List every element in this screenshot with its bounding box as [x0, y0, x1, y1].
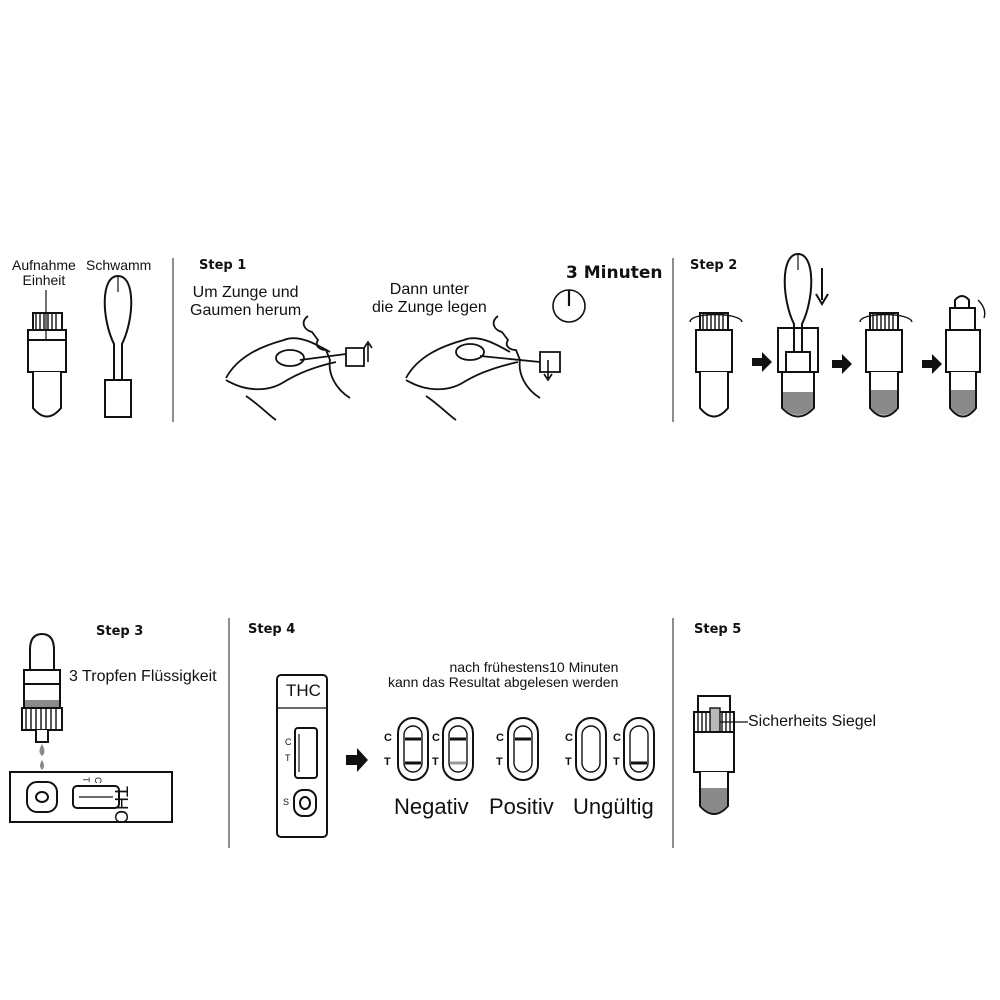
window-mark-c: C: [565, 732, 573, 744]
arrow-right-icon: [752, 352, 772, 372]
arrow-right-icon: [832, 354, 852, 374]
step2-unit-open: [689, 312, 743, 418]
result-label-positive: Positiv: [489, 794, 554, 819]
window-mark-t: T: [565, 756, 572, 768]
step4-title: Step 4: [248, 622, 296, 637]
arrow-right-icon: [922, 354, 942, 374]
step4-mark-t: T: [285, 753, 291, 763]
timer-label: 3 Minuten: [566, 263, 663, 283]
result-invalid-1: [575, 717, 607, 781]
section-dividers: [172, 258, 674, 848]
step2-unit-closed: [859, 312, 913, 418]
window-mark-c: C: [613, 732, 621, 744]
result-positive: [507, 717, 539, 781]
step3-caption: 3 Tropfen Flüssigkeit: [69, 668, 217, 685]
step2-swab-insert: [777, 252, 829, 418]
step1-title: Step 1: [199, 258, 247, 273]
step5-title: Step 5: [694, 622, 742, 637]
step1-caption-a: Um Zunge und Gaumen herum: [190, 284, 302, 319]
step2-title: Step 2: [690, 258, 738, 273]
step3-test-cassette: [9, 771, 173, 823]
result-windows: [397, 717, 655, 781]
result-negative-1: [397, 717, 429, 781]
step4-test-cassette: [276, 674, 328, 838]
mouth-swab-illustration-2: [405, 315, 561, 421]
result-label-invalid: Ungültig: [573, 794, 654, 819]
window-mark-t: T: [384, 756, 391, 768]
step1-caption-b: Dann unter die Zunge legen: [372, 281, 487, 316]
window-mark-c: C: [496, 732, 504, 744]
window-mark-c: C: [384, 732, 392, 744]
collection-unit-label: Aufnahme Einheit: [12, 257, 76, 289]
step4-mark-s: S: [283, 797, 290, 807]
sponge-swab-icon: [103, 274, 133, 418]
window-mark-t: T: [613, 756, 620, 768]
step4-note: nach frühestens10 Minuten kann das Resul…: [388, 659, 619, 691]
window-mark-t: T: [432, 756, 439, 768]
sponge-label: Schwamm: [86, 257, 152, 273]
sealed-unit-icon: [693, 695, 748, 815]
arrow-right-icon: [346, 748, 368, 772]
dropper-unit-icon: [21, 632, 63, 770]
window-mark-t: T: [496, 756, 503, 768]
timer-clock-icon: [552, 289, 586, 323]
step4-mark-c: C: [285, 737, 292, 747]
step3-window-t: T: [81, 777, 91, 783]
window-mark-c: C: [432, 732, 440, 744]
mouth-swab-illustration-1: [225, 315, 373, 421]
step3-window-c: C: [93, 777, 103, 784]
collection-unit-icon: [27, 290, 67, 418]
step3-title: Step 3: [96, 624, 144, 639]
step5-caption: Sicherheits Siegel: [748, 713, 877, 730]
step2-unit-cap-off: [945, 295, 986, 418]
result-label-negative: Negativ: [394, 794, 469, 819]
step4-cassette-label: THC: [286, 681, 321, 700]
result-invalid-2: [623, 717, 655, 781]
step3-cassette-label: THC: [111, 786, 131, 823]
result-negative-2: [442, 717, 474, 781]
